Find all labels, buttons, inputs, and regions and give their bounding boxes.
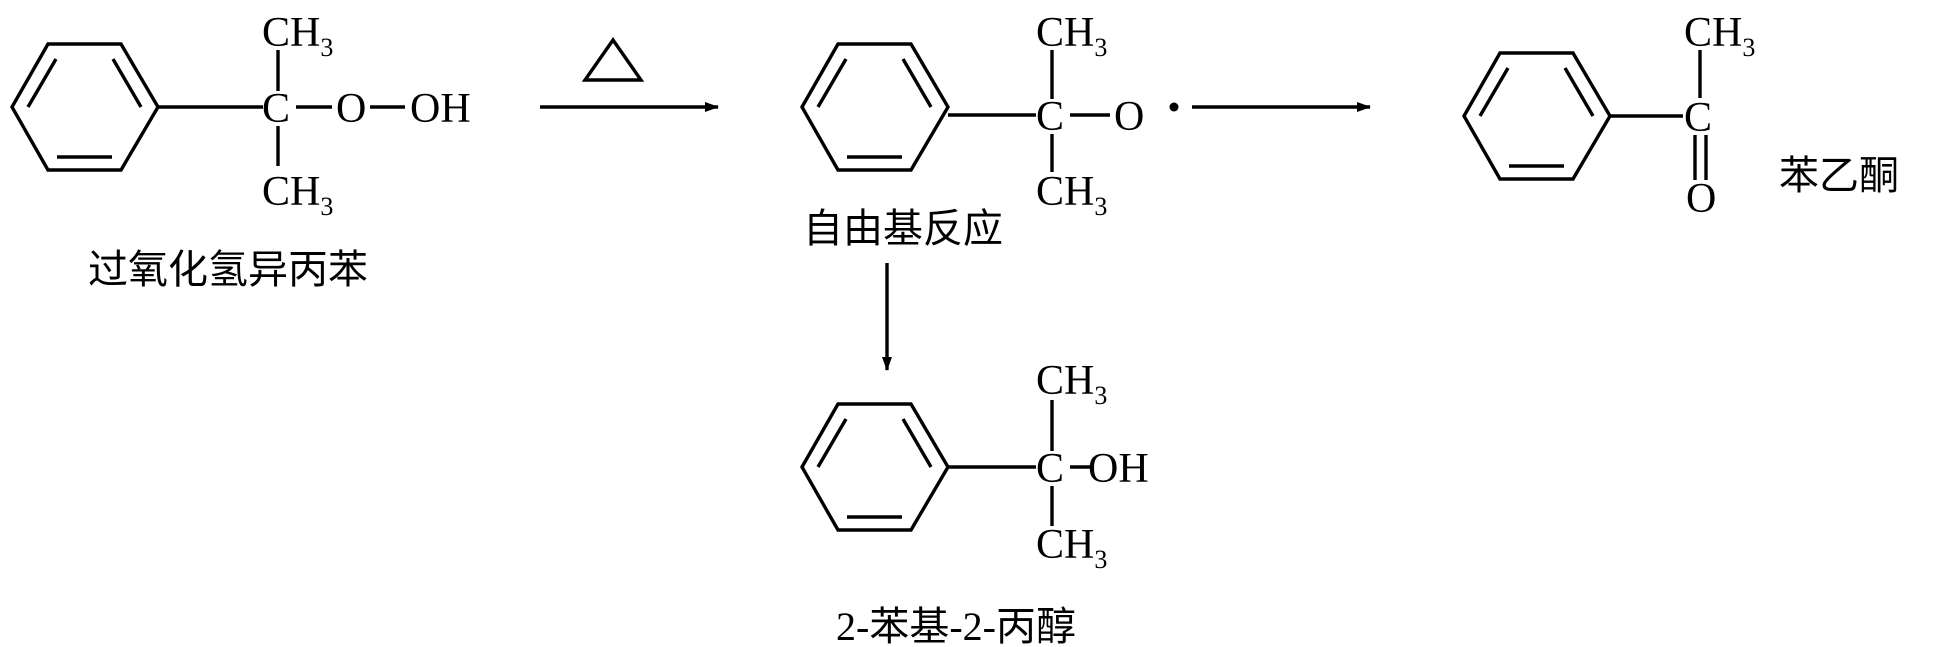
methyl-top: CH3 (262, 10, 333, 62)
central-carbon: C (1036, 94, 1064, 140)
ketone-name: 苯乙酮 (1779, 153, 1899, 199)
heat-triangle-icon (581, 37, 645, 82)
methyl-top: CH3 (1684, 10, 1755, 62)
reactant-name: 过氧化氢异丙苯 (88, 247, 368, 293)
reactant-molecule: C CH3 CH3 O OH 过氧化氢异丙苯 (10, 10, 471, 293)
ketone-molecule: C CH3 O 苯乙酮 (1462, 10, 1899, 222)
methyl-bottom: CH3 (1036, 169, 1107, 221)
heat-arrow (540, 37, 719, 112)
central-carbon: C (262, 86, 290, 132)
radical-dot (1169, 102, 1179, 112)
benzene-ring (1462, 51, 1612, 181)
carbonyl-carbon: C (1684, 95, 1712, 141)
radical-name: 自由基反应 (803, 206, 1003, 252)
alcohol-molecule: C CH3 CH3 OH 2-苯基-2-丙醇 (800, 358, 1149, 647)
methyl-top: CH3 (1036, 358, 1107, 410)
radical-molecule: C CH3 CH3 O 自由基反应 (800, 10, 1179, 252)
benzene-ring (10, 42, 160, 172)
alcohol-name: 2-苯基-2-丙醇 (836, 604, 1076, 647)
carbonyl-oxygen: O (1686, 176, 1716, 222)
central-carbon: C (1036, 446, 1064, 492)
methyl-top: CH3 (1036, 10, 1107, 62)
oxygen-radical: O (1114, 94, 1144, 140)
oxygen-1: O (336, 86, 366, 132)
methyl-bottom: CH3 (262, 169, 333, 221)
methyl-bottom: CH3 (1036, 522, 1107, 574)
hydroxyl: OH (1088, 446, 1149, 492)
hydroxyl: OH (410, 86, 471, 132)
benzene-ring (800, 42, 950, 172)
benzene-ring (800, 402, 950, 532)
